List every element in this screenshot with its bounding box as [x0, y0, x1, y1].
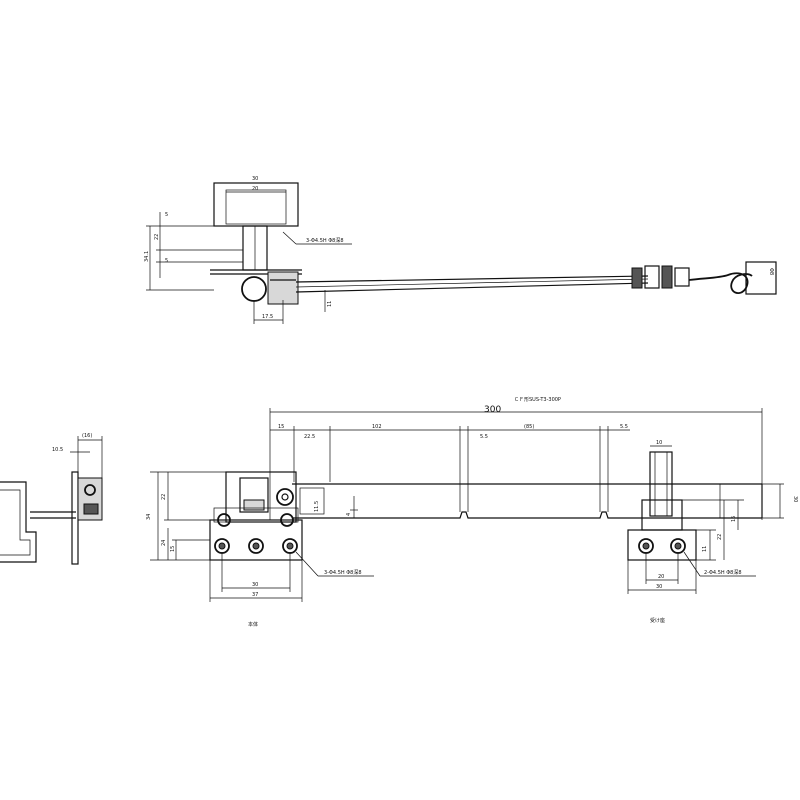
left-hole-1 [217, 513, 231, 527]
dim-eye: Φ8 [768, 268, 774, 275]
left-base-outer: 37 [252, 592, 258, 598]
right-top: 10 [656, 440, 662, 446]
dim-rod-thick: 11 [327, 301, 333, 307]
top-rod-eye [688, 272, 753, 295]
bar-small-dim-1: 11.5 [314, 501, 320, 512]
right-base-inner: 20 [658, 574, 664, 580]
top-rod-clamp [631, 267, 643, 289]
bar-small-dim-2: 4 [346, 513, 352, 516]
side-view: (16) 10.5 [0, 433, 103, 565]
top-handle-inner [225, 189, 287, 225]
overall-length: 300 [484, 405, 501, 415]
dim-h3: 34.1 [144, 251, 150, 262]
left-knob [239, 477, 269, 513]
right-h1: 11 [702, 546, 708, 552]
dim-width-outer: 30 [252, 176, 258, 182]
dim-h1: 5 [165, 212, 168, 218]
end-height: 30 [792, 496, 798, 502]
seg-1: 15 [278, 424, 284, 430]
top-view: 30 20 Φ8 5 22 34.1 5 [144, 176, 777, 324]
right-mount-plate [627, 529, 697, 561]
seg-2: 22.5 [304, 434, 315, 440]
label-right: 受け座 [650, 617, 665, 624]
right-hole-note: 2-Φ4.5H Φ8深8 [704, 569, 742, 576]
right-stem [649, 451, 673, 517]
dim-base: 17.5 [262, 314, 273, 320]
dim-width-inner: 20 [252, 186, 258, 192]
top-rod-lower [295, 282, 649, 293]
front-view: ＣＦ形SUS-T3-300P 300 15 22.5 102 5.5 (85) … [146, 396, 798, 628]
top-hole-note: 3-Φ4.5H Φ8深8 [306, 237, 344, 244]
seg-4: 5.5 [480, 434, 488, 440]
seg-6: 5.5 [620, 424, 628, 430]
top-hinge-circle [241, 276, 267, 302]
left-h-low: 24 [161, 540, 167, 546]
seg-3: 102 [372, 424, 382, 430]
seg-5: (85) [524, 424, 534, 430]
label-left: 本体 [248, 621, 258, 628]
left-h-base: 15 [170, 546, 176, 552]
left-pivot [276, 488, 294, 506]
side-dim-top: (16) [82, 433, 92, 439]
front-title-note: ＣＦ形SUS-T3-300P [514, 396, 561, 403]
dim-h4: 5 [165, 258, 168, 264]
left-h-total: 34 [146, 514, 152, 520]
right-h3: 15 [731, 516, 737, 522]
left-hole-note: 3-Φ4.5H Φ8深8 [324, 569, 362, 576]
top-bracket [267, 271, 299, 305]
bar-bottom-edge [292, 511, 762, 519]
left-hole-2 [280, 513, 294, 527]
left-base-inner: 30 [252, 582, 258, 588]
right-base-outer: 30 [656, 584, 662, 590]
right-h2: 22 [717, 534, 723, 540]
left-h-mid: 22 [161, 494, 167, 500]
top-rod-upper [295, 275, 649, 283]
side-dim-sub: 10.5 [52, 447, 63, 453]
right-body [641, 499, 683, 531]
left-hole-4 [248, 538, 264, 554]
dim-h2: 22 [154, 234, 160, 240]
